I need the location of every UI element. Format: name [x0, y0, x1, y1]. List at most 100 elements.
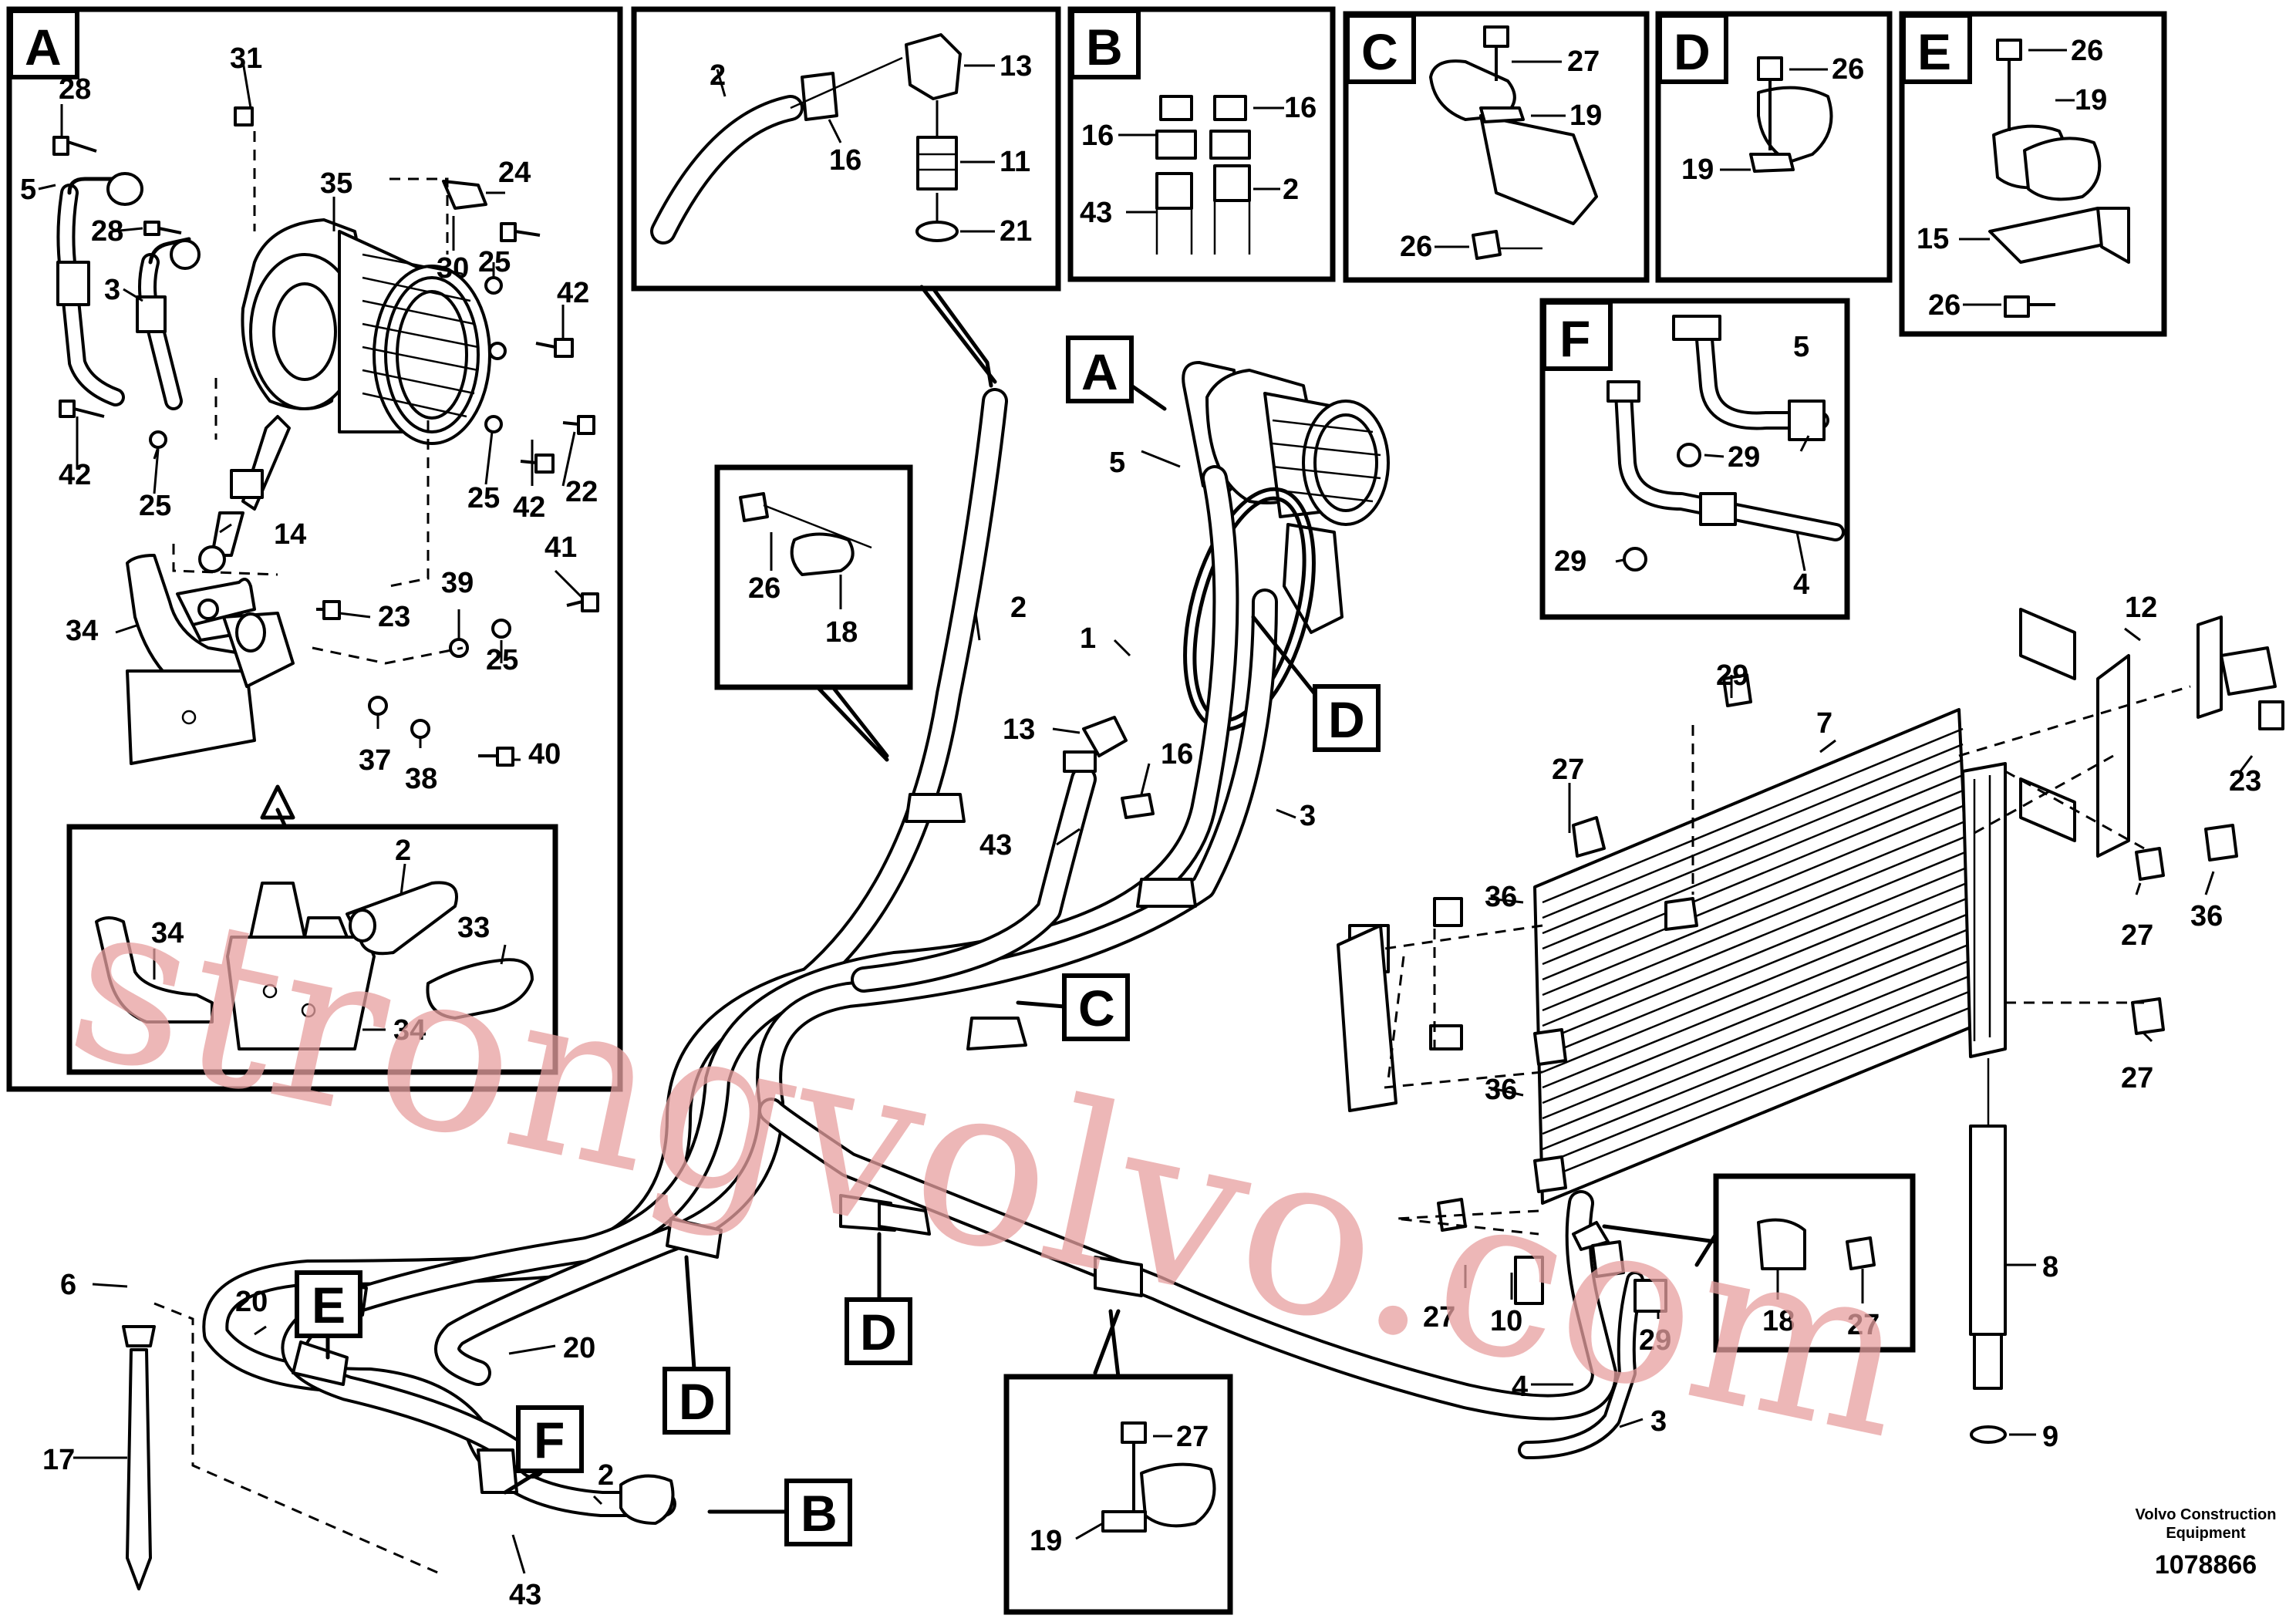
- label-36: 36: [1485, 881, 1517, 913]
- condenser-7: [1533, 708, 2007, 1205]
- callout-a: A: [1081, 343, 1118, 400]
- label-41: 41: [544, 531, 577, 564]
- label-37: 37: [359, 744, 391, 777]
- doc-number: 1078866: [2155, 1550, 2257, 1580]
- clip-19: [1429, 59, 1516, 121]
- panel-a-letter-box: [8, 8, 79, 79]
- label-22: 22: [565, 476, 598, 508]
- label-19: 19: [2075, 84, 2107, 116]
- label-25: 25: [478, 246, 511, 278]
- panel-e: E 26 19 15 26: [1899, 11, 2167, 337]
- label-4: 4: [1793, 568, 1809, 601]
- label-18: 18: [1762, 1305, 1795, 1337]
- label-2: 2: [395, 835, 411, 867]
- label-4: 4: [1512, 1371, 1528, 1403]
- part-34-left: [95, 916, 214, 1023]
- panel-a-letter: A: [25, 19, 62, 76]
- hose-detail-inset: 2 16 13 11 21: [631, 6, 1061, 388]
- fitting-13: [905, 33, 962, 100]
- label-8: 8: [2042, 1251, 2058, 1283]
- main-assembly: 26 18: [42, 361, 2284, 1615]
- label-2: 2: [710, 59, 726, 92]
- label-29: 29: [1554, 545, 1586, 578]
- receiver-drier-8: [1969, 1125, 2007, 1336]
- label-34: 34: [393, 1014, 426, 1047]
- label-42: 42: [59, 459, 91, 491]
- label-29: 29: [1728, 441, 1760, 474]
- label-18: 18: [825, 616, 858, 649]
- label-26: 26: [1832, 53, 1864, 86]
- panel-e-letter: E: [1917, 23, 1951, 80]
- panel-d: D 26 19: [1655, 11, 1893, 283]
- label-19: 19: [1681, 153, 1714, 186]
- label-27: 27: [1567, 46, 1600, 78]
- label-14: 14: [274, 518, 306, 551]
- label-40: 40: [528, 738, 561, 771]
- label-13: 13: [1000, 50, 1032, 83]
- label-21: 21: [1000, 215, 1032, 248]
- label-29: 29: [1716, 659, 1748, 692]
- label-38: 38: [405, 763, 437, 795]
- label-20: 20: [563, 1332, 595, 1364]
- label-16: 16: [1161, 738, 1193, 771]
- label-10: 10: [1490, 1305, 1522, 1337]
- label-27: 27: [1552, 754, 1584, 786]
- label-19: 19: [1569, 99, 1602, 132]
- label-36: 36: [1485, 1074, 1517, 1106]
- label-31: 31: [230, 42, 262, 75]
- callouts: A D C D D E F B: [295, 336, 1381, 1546]
- panel-b: B 16 16 43 2: [1067, 6, 1336, 282]
- label-35: 35: [320, 167, 352, 200]
- label-42: 42: [557, 277, 589, 309]
- panel-c: C 27 19 26: [1343, 11, 1650, 283]
- label-3: 3: [1650, 1405, 1667, 1438]
- brand-line-1: Volvo Construction: [2136, 1506, 2277, 1523]
- panel-a: A: [6, 6, 623, 1092]
- label-1: 1: [1080, 622, 1096, 655]
- callout-f: F: [534, 1411, 565, 1469]
- label-28: 28: [59, 73, 91, 106]
- label-2: 2: [1010, 592, 1027, 624]
- compressor-detail: [241, 218, 491, 445]
- label-25: 25: [467, 482, 500, 514]
- label-26: 26: [1928, 289, 1961, 322]
- callout-d: D: [860, 1303, 897, 1361]
- probe-17: [126, 1348, 152, 1590]
- label-36: 36: [2190, 900, 2223, 932]
- label-27: 27: [1847, 1309, 1880, 1341]
- part-2-bracket: [346, 881, 458, 956]
- label-27: 27: [2121, 1062, 2153, 1094]
- label-26: 26: [2071, 35, 2103, 67]
- label-28: 28: [91, 215, 123, 248]
- label-25: 25: [139, 490, 171, 522]
- bracket-34: [126, 554, 295, 765]
- label-13: 13: [1003, 713, 1035, 746]
- bolts-panel-a: [52, 106, 599, 767]
- label-42: 42: [513, 491, 545, 524]
- valve-11: [916, 136, 958, 191]
- label-19: 19: [1030, 1525, 1062, 1557]
- compressor-main: [1182, 361, 1390, 732]
- label-16: 16: [1081, 120, 1114, 152]
- label-3: 3: [104, 274, 120, 306]
- label-9: 9: [2042, 1421, 2058, 1453]
- panel-f-letter: F: [1559, 310, 1590, 367]
- label-2: 2: [598, 1459, 614, 1492]
- panel-d-letter: D: [1674, 23, 1711, 80]
- label-20: 20: [235, 1286, 268, 1318]
- callout-c: C: [1078, 980, 1115, 1037]
- label-34: 34: [66, 615, 98, 647]
- callout-e: E: [312, 1276, 346, 1334]
- callout-d: D: [679, 1373, 716, 1430]
- label-43: 43: [979, 829, 1012, 862]
- panel-b-letter: B: [1086, 19, 1123, 76]
- label-23: 23: [2229, 765, 2261, 798]
- label-23: 23: [378, 601, 410, 633]
- label-27: 27: [1176, 1421, 1209, 1453]
- label-29: 29: [1639, 1324, 1671, 1357]
- label-27: 27: [1423, 1301, 1455, 1334]
- label-5: 5: [20, 174, 36, 206]
- callout-d: D: [1328, 691, 1365, 748]
